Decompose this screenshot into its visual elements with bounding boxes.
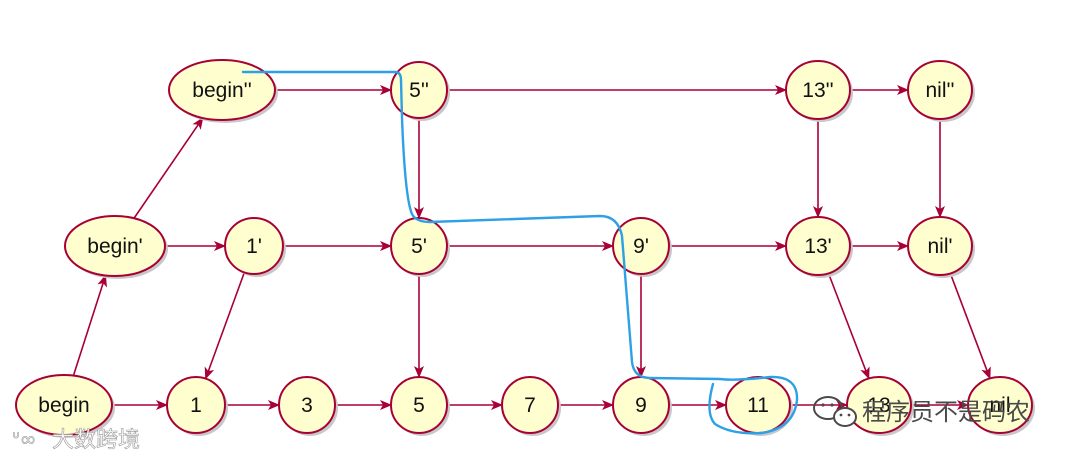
- node-ellipse: [168, 59, 276, 121]
- watermark-right-text: 程序员不是码农: [862, 398, 1030, 426]
- edge-begin1-to-begin2: [133, 117, 204, 219]
- node-ellipse: [907, 216, 973, 276]
- node-five1: 5': [390, 217, 450, 277]
- node-ellipse: [390, 61, 448, 119]
- node-label: 3: [301, 394, 313, 417]
- node-ellipse: [907, 60, 973, 120]
- node-label: 11: [747, 394, 769, 417]
- node-ellipse: [846, 376, 912, 434]
- node-thirteen0: 13: [846, 376, 914, 436]
- node-begin2: begin'': [168, 59, 278, 123]
- node-ellipse: [612, 217, 670, 275]
- watermark-logo-icon: ᐡ∞: [12, 427, 36, 451]
- watermark-left: ᐡ∞ 大数跨境: [12, 427, 141, 454]
- node-nine1: 9': [612, 217, 672, 277]
- edge-one1-to-one0: [204, 272, 246, 380]
- node-nil1: nil': [907, 216, 975, 278]
- node-label: 13: [867, 394, 890, 417]
- node-begin1: begin': [64, 215, 168, 279]
- node-one1: 1': [224, 217, 286, 277]
- node-ellipse: [166, 376, 226, 434]
- node-label: 5'': [409, 79, 429, 102]
- edge-nil1-to-nil0: [949, 273, 991, 380]
- node-ellipse: [390, 217, 448, 275]
- node-thirteen2: 13'': [785, 60, 853, 122]
- node-label: 5: [413, 394, 425, 417]
- node-label: 1: [190, 394, 202, 417]
- search-path: [241, 70, 799, 435]
- edge-begin0-to-begin1: [72, 274, 107, 376]
- node-label: begin'': [192, 79, 251, 102]
- watermark-left-text: 大数跨境: [52, 428, 140, 453]
- node-label: begin': [87, 235, 142, 258]
- node-label: nil: [989, 394, 1010, 417]
- edges: [72, 85, 991, 410]
- node-label: begin: [38, 394, 89, 417]
- node-label: 7: [524, 394, 536, 417]
- node-nine0: 9: [612, 376, 672, 436]
- node-label: 13': [804, 235, 831, 258]
- node-five0: 5: [390, 376, 450, 436]
- node-begin0: begin: [15, 374, 115, 438]
- node-ellipse: [501, 376, 559, 434]
- node-ellipse: [64, 215, 166, 277]
- node-five2: 5'': [390, 61, 450, 121]
- node-label: 9: [635, 394, 647, 417]
- node-thirteen1: 13': [785, 216, 853, 278]
- node-ellipse: [785, 60, 851, 120]
- node-nil0: nil: [967, 376, 1035, 436]
- node-eleven0: 11: [725, 376, 793, 436]
- edge-thirteen1-to-thirteen0: [827, 273, 870, 380]
- node-one0: 1: [166, 376, 228, 436]
- node-seven0: 7: [501, 376, 561, 436]
- node-ellipse: [967, 376, 1033, 434]
- watermark-right: 程序员不是码农: [813, 396, 1030, 427]
- node-label: 5': [411, 235, 427, 258]
- node-label: 13'': [802, 79, 833, 102]
- node-ellipse: [15, 374, 113, 436]
- node-ellipse: [785, 216, 851, 276]
- node-ellipse: [390, 376, 448, 434]
- node-label: 9': [633, 235, 649, 258]
- node-ellipse: [278, 376, 336, 434]
- node-three0: 3: [278, 376, 338, 436]
- nodes: begin'' 5'' 13'' nil'' begin' 1' 5' 9' 13' nil' be…: [15, 59, 1035, 438]
- wechat-icon: [813, 396, 857, 427]
- node-ellipse: [224, 217, 284, 275]
- node-nil2: nil'': [907, 60, 975, 122]
- node-label: 1': [246, 235, 262, 258]
- node-label: nil'': [925, 79, 954, 102]
- node-label: nil': [927, 235, 952, 258]
